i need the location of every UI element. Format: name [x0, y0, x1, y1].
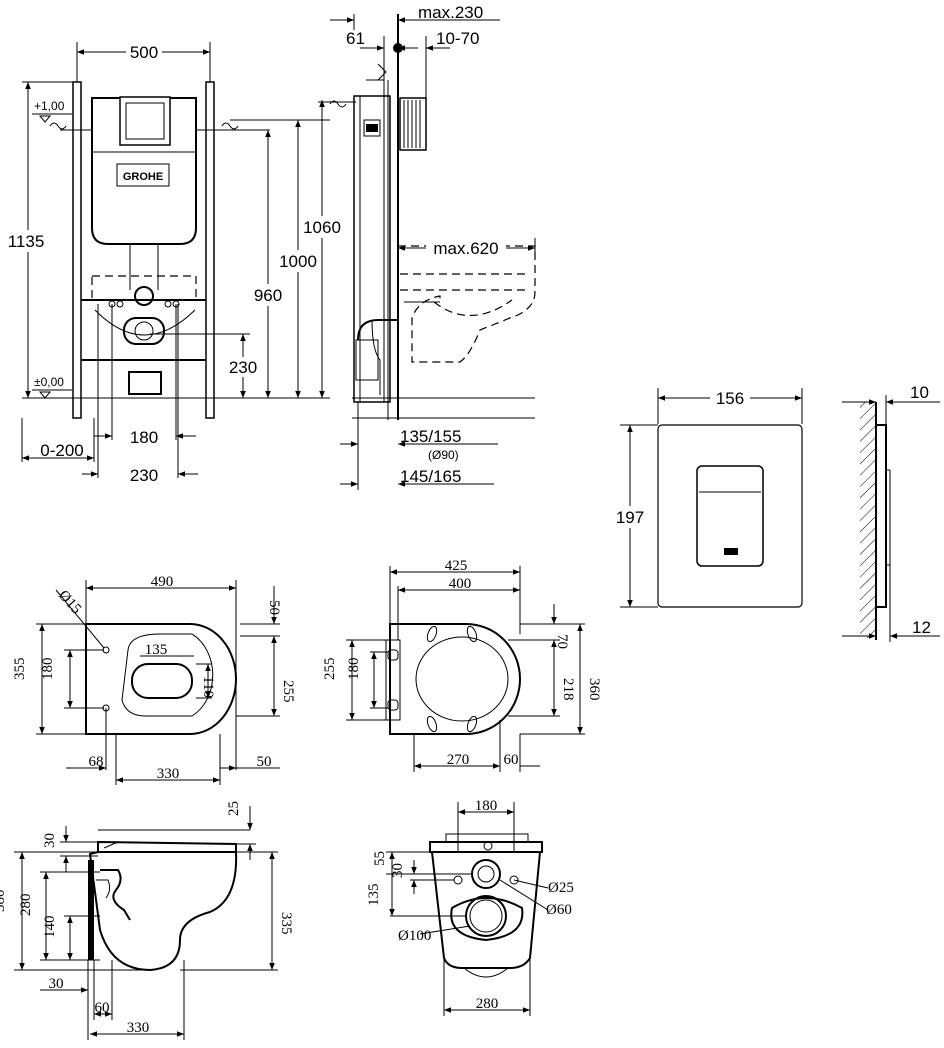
- dim-rear-d25: Ø25: [548, 880, 574, 896]
- bowl-rear-view: 180 135 55 30 Ø25 Ø60 Ø100 280: [366, 798, 574, 1016]
- dim-1000: 1000: [279, 252, 317, 271]
- dim-seat-270: 270: [447, 752, 470, 768]
- dim-seat-60: 60: [504, 752, 519, 768]
- dim-frame-width: 500: [130, 43, 158, 62]
- dim-bowl-50-top: 50: [266, 600, 282, 615]
- dim-230-height: 230: [229, 358, 257, 377]
- drain-pipe: [134, 286, 154, 306]
- seat-opening: [415, 636, 509, 722]
- dim-145-165: 145/165: [400, 467, 461, 486]
- seat-top-view: 425 400 70 218 360 255 180 270 60: [322, 558, 602, 772]
- dim-bottom-offset: 0-200: [40, 441, 83, 460]
- frame-side-body: [353, 95, 391, 403]
- dim-plate-depth-10: 10: [910, 383, 929, 402]
- grohe-logo-plate: [116, 163, 170, 187]
- frame-front-view: GROHE 500 1135 +1,00 ±0,00: [2, 42, 346, 485]
- rear-seat: [429, 841, 543, 853]
- dim-10-70: 10-70: [436, 29, 479, 48]
- dim-seat-425: 425: [445, 558, 468, 574]
- bowl-side-view: 25 30 380 280 140 335 30 60 330: [0, 801, 294, 1040]
- dim-rear-d100: Ø100: [398, 928, 431, 944]
- dim-side-280: 280: [18, 894, 34, 917]
- dim-135-155: 135/155: [400, 427, 461, 446]
- flush-opening: [119, 96, 171, 146]
- dim-spacing-230: 230: [130, 466, 158, 485]
- dim-side-330: 330: [127, 1020, 150, 1036]
- dim-rear-30: 30: [390, 863, 406, 878]
- dim-seat-218: 218: [560, 678, 576, 701]
- dim-side-60: 60: [95, 1000, 110, 1016]
- bowl-drain-top: [131, 663, 193, 699]
- dim-side-380: 380: [0, 890, 8, 913]
- seat-outline: [389, 623, 521, 735]
- dim-plate-width: 156: [716, 389, 744, 408]
- dim-rear-280: 280: [476, 996, 499, 1012]
- dim-bowl-355: 355: [12, 658, 28, 681]
- rear-bowl-outline: [430, 851, 542, 969]
- fixing-hole-right: [509, 875, 519, 885]
- dim-bowl-110: 110: [200, 676, 216, 698]
- water-inlet-hole: [471, 859, 501, 889]
- dim-d90: (Ø90): [428, 448, 459, 462]
- plate-logo-icon: [724, 548, 738, 555]
- dim-960: 960: [254, 286, 282, 305]
- seat-lid-side: [97, 840, 237, 853]
- frame-side-view: max.230 61 10-70 max.620 135/155 (Ø90) 1…: [318, 3, 536, 490]
- dim-rear-d60: Ø60: [546, 902, 572, 918]
- dim-bowl-50-bottom: 50: [257, 754, 272, 770]
- valve-icon: [377, 63, 387, 81]
- dim-seat-400: 400: [449, 576, 472, 592]
- fixing-hole-left: [453, 875, 463, 885]
- dim-1060: 1060: [303, 218, 341, 237]
- dim-bowl-255: 255: [280, 680, 296, 703]
- dim-rear-55: 55: [372, 851, 388, 866]
- dim-bowl-330: 330: [157, 766, 180, 782]
- dim-plate-height: 197: [616, 508, 644, 527]
- dim-bowl-490: 490: [151, 574, 174, 590]
- dim-max-620: max.620: [433, 239, 498, 258]
- seat-hinge: [385, 639, 401, 721]
- level-top: +1,00: [34, 99, 65, 113]
- frame-post-left: [72, 81, 82, 419]
- dim-max-230: max.230: [418, 3, 483, 22]
- dim-seat-70: 70: [554, 634, 570, 649]
- dim-bowl-68: 68: [89, 754, 104, 770]
- dim-side-335: 335: [278, 912, 294, 935]
- outlet-connector: [123, 317, 165, 345]
- dim-side-30-bottom: 30: [49, 976, 64, 992]
- flush-plate-side-section: [876, 424, 887, 608]
- wc-dashed-outline: [398, 245, 536, 363]
- dim-side-140: 140: [42, 916, 58, 939]
- dim-seat-255: 255: [322, 658, 338, 681]
- dim-seat-180: 180: [346, 658, 362, 681]
- waste-outlet: [450, 897, 524, 942]
- bowl-top-view: 490 Ø15 50 355 180 135 110 255 68 330 50: [12, 574, 296, 785]
- dim-seat-360: 360: [586, 678, 602, 701]
- dim-rear-180: 180: [475, 798, 498, 814]
- flush-plate-views: 156 197 10 12: [608, 383, 940, 642]
- wall-mount-side: [88, 860, 94, 960]
- dim-bowl-135: 135: [145, 642, 168, 658]
- water-inlet-right-icon: [221, 122, 239, 130]
- flush-button[interactable]: [696, 465, 764, 567]
- dim-bowl-d15: Ø15: [55, 588, 84, 618]
- dim-side-25: 25: [226, 801, 242, 816]
- dim-spacing-180: 180: [130, 428, 158, 447]
- dim-61: 61: [346, 29, 365, 48]
- dim-side-30-top: 30: [42, 833, 58, 848]
- cistern: [91, 97, 197, 245]
- wall-hatch: [860, 402, 876, 638]
- dim-frame-height: 1135: [8, 232, 45, 251]
- water-inlet-left-icon: [49, 122, 67, 130]
- level-floor: ±0,00: [34, 375, 64, 389]
- floor-fixing: [128, 371, 162, 395]
- bowl-side-outline: [88, 851, 238, 972]
- dim-plate-depth-12: 12: [912, 618, 931, 637]
- grohe-logo: GROHE: [123, 171, 163, 183]
- frame-post-right: [205, 81, 215, 419]
- dim-rear-135: 135: [366, 884, 382, 907]
- dim-bowl-180: 180: [40, 658, 56, 681]
